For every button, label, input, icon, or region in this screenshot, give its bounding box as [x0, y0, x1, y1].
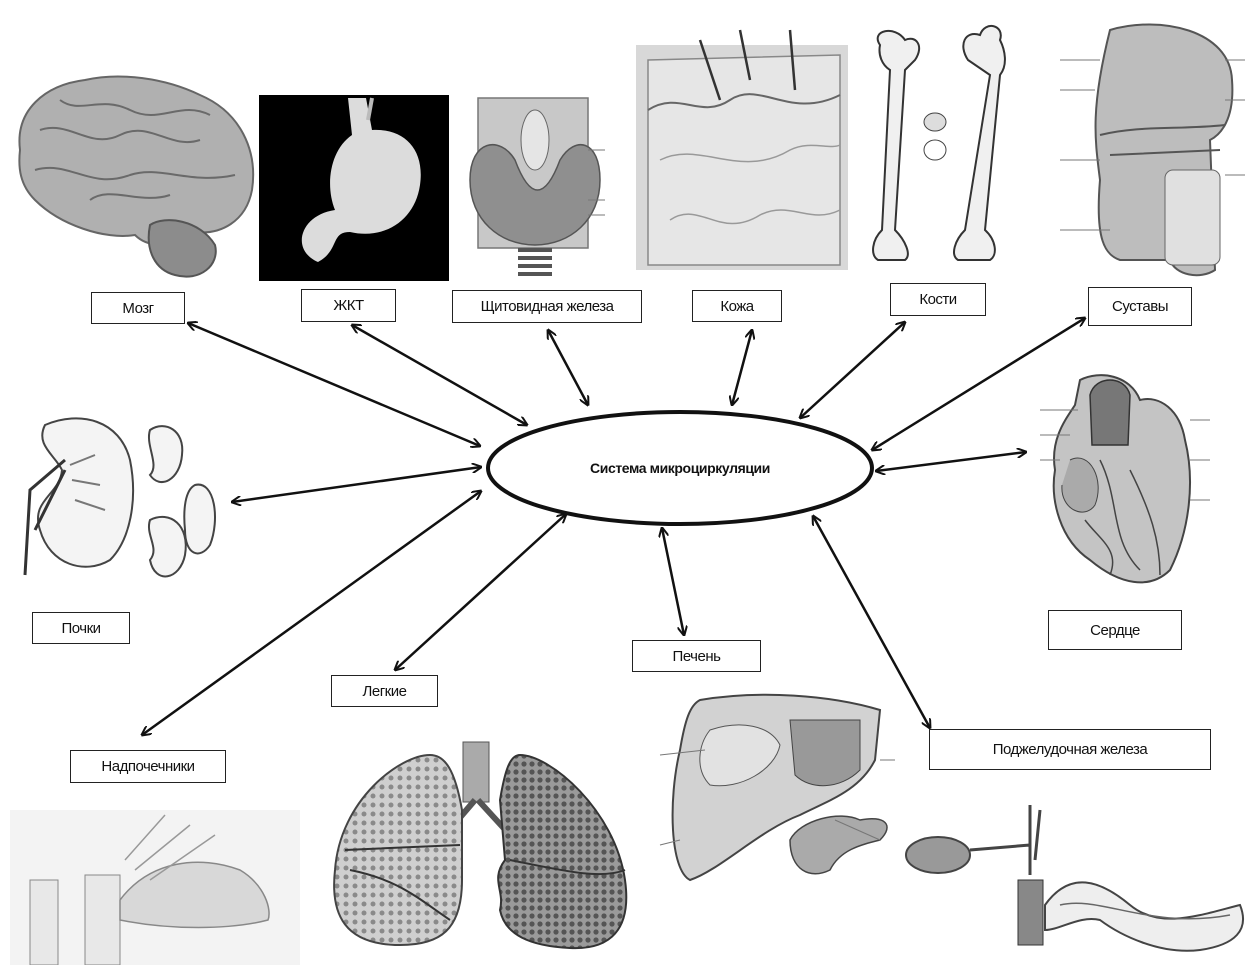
adrenals-illustration: [10, 810, 300, 965]
arrow-thyroid: [548, 330, 588, 405]
thyroid-illustration: [470, 98, 605, 274]
arrow-brain: [188, 323, 480, 446]
kidneys-illustration: [25, 418, 215, 576]
center-label: Система микроциркуляции: [490, 450, 870, 486]
arrow-skin: [732, 330, 752, 405]
arrow-joints: [872, 318, 1085, 450]
brain-illustration: [19, 76, 253, 276]
label-adrenals: Надпочечники: [70, 750, 226, 783]
label-thyroid: Щитовидная железа: [452, 290, 642, 323]
arrow-liver: [662, 528, 684, 635]
label-heart: Сердце: [1048, 610, 1182, 650]
arrow-kidneys: [232, 467, 481, 502]
arrow-git: [352, 325, 527, 425]
bones-illustration: [873, 26, 1005, 260]
label-bones: Кости: [890, 283, 986, 316]
stomach-illustration: [259, 95, 449, 281]
label-skin: Кожа: [692, 290, 782, 322]
pancreas-illustration: [906, 805, 1243, 951]
label-brain: Мозг: [91, 292, 185, 324]
arrow-bones: [800, 322, 905, 418]
arrow-heart: [876, 452, 1026, 471]
label-pancreas: Поджелудочная железа: [929, 729, 1211, 770]
heart-illustration: [1040, 375, 1210, 582]
label-liver: Печень: [632, 640, 761, 672]
lungs-illustration: [334, 742, 626, 948]
arrow-lungs: [395, 514, 566, 670]
liver-illustration: [660, 695, 895, 880]
joint-illustration: [1060, 24, 1245, 275]
label-joints: Суставы: [1088, 287, 1192, 326]
skin-illustration: [636, 30, 848, 270]
label-lungs: Легкие: [331, 675, 438, 707]
label-git: ЖКТ: [301, 289, 396, 322]
arrow-pancreas: [813, 516, 930, 728]
label-kidneys: Почки: [32, 612, 130, 644]
